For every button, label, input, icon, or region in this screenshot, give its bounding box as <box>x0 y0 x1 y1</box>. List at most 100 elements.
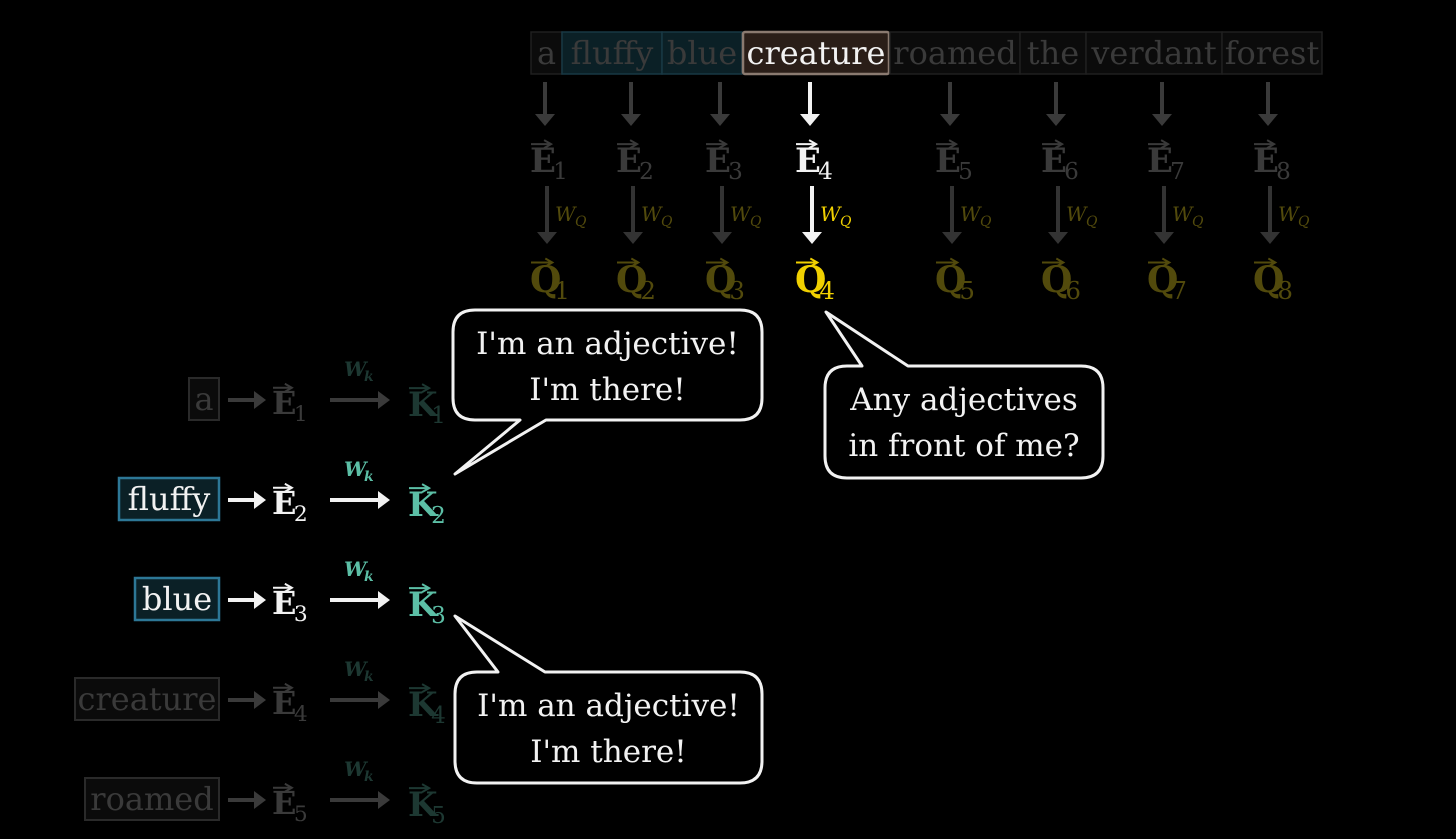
key-row-embedding-E1-letter: E <box>272 384 296 422</box>
key-row-embedding-E4-letter: E <box>272 684 296 722</box>
key-row-embedding-E2-subscript: 2 <box>294 502 308 527</box>
query-vector-Q5-subscript: 5 <box>959 276 975 305</box>
query-vector-Q1-subscript: 1 <box>554 276 570 305</box>
query-vector-Q1: Q1 <box>530 257 570 305</box>
embedding-vector-E8: E8 <box>1253 139 1291 185</box>
key-vector-K3-vector-arrowhead <box>421 583 432 593</box>
key-matrix-label: Wk <box>344 657 374 685</box>
embedding-vector-E7-letter: E <box>1147 141 1173 181</box>
wq-letter: W <box>730 202 752 226</box>
sentence-token-label: verdant <box>1090 34 1216 72</box>
query-vector-Q4-subscript: 4 <box>819 276 835 305</box>
key-matrix-arrow <box>330 691 390 709</box>
wk-subscript: k <box>364 769 374 785</box>
key-vector-K5-subscript: 5 <box>431 803 446 829</box>
focus-token-box <box>741 30 891 76</box>
embedding-vector-E1: E1 <box>530 139 568 185</box>
key-vector-K4: K4 <box>408 683 446 729</box>
key-vector-K3: K3 <box>408 583 446 629</box>
embedding-down-arrow <box>621 82 641 126</box>
embedding-vector-E2: E2 <box>616 139 654 185</box>
embedding-vector-E3-letter: E <box>705 141 731 181</box>
embedding-down-arrow <box>535 82 555 126</box>
embedding-vector-E2-subscript: 2 <box>639 159 654 185</box>
sentence-token-verdant: verdant <box>1085 31 1223 75</box>
embedding-vector-E4-subscript: 4 <box>818 159 833 185</box>
query-vector-Q3: Q3 <box>705 257 745 305</box>
embedding-down-arrow <box>800 82 820 126</box>
query-vector-Q8-subscript: 8 <box>1277 276 1293 305</box>
key-vector-K5: K5 <box>408 783 446 829</box>
sentence-token-the: the <box>1019 31 1087 75</box>
wq-subscript: Q <box>575 214 587 230</box>
key-matrix-label: Wk <box>344 457 374 485</box>
embedding-vector-E7-vector-arrowhead <box>1160 139 1171 149</box>
query-matrix-arrow <box>1260 186 1280 244</box>
token-to-embedding-arrow <box>228 791 266 809</box>
bubble-key-fluffy-text-line: I'm there! <box>529 372 685 408</box>
key-row-embedding-E1: E1 <box>272 382 308 427</box>
sentence-token-label: a <box>537 34 556 72</box>
wk-subscript: k <box>364 369 374 385</box>
query-vector-Q6: Q6 <box>1041 257 1081 305</box>
sentence-token-forest: forest <box>1221 31 1323 75</box>
query-vector-Q2: Q2 <box>616 257 656 305</box>
query-vector-Q5-vector-arrowhead <box>949 257 960 268</box>
key-vector-K5-vector-arrowhead <box>421 783 432 793</box>
sentence-token-roamed: roamed <box>889 31 1021 75</box>
embedding-vector-E8-vector-arrowhead <box>1266 139 1277 149</box>
bubble-query-outline <box>823 310 1105 480</box>
sentence-token-creature: creature <box>741 30 891 76</box>
sentence-token-a: a <box>530 31 563 75</box>
embedding-vector-E5-vector-arrowhead <box>948 139 959 149</box>
key-row-token-label: creature <box>78 680 217 718</box>
highlight-token-box <box>661 31 743 75</box>
key-row-embedding-E5: E5 <box>272 782 308 827</box>
key-row-embedding-E3-letter: E <box>272 584 296 622</box>
embedding-down-arrow <box>1152 82 1172 126</box>
query-matrix-arrow <box>537 186 557 244</box>
wk-letter: W <box>344 457 369 481</box>
sentence-token-label: blue <box>667 34 737 72</box>
query-vector-Q1-vector-arrowhead <box>544 257 555 268</box>
key-row-token-box <box>74 677 220 721</box>
token-to-embedding-arrow <box>228 691 266 709</box>
embedding-vector-E6-subscript: 6 <box>1064 159 1079 185</box>
query-vector-Q2-subscript: 2 <box>640 276 656 305</box>
query-vector-Q4: Q4 <box>795 257 835 305</box>
token-to-embedding-arrow <box>228 591 266 609</box>
query-vector-Q8: Q8 <box>1253 257 1293 305</box>
key-row-token-label: fluffy <box>128 480 211 518</box>
wq-letter: W <box>1172 202 1194 226</box>
key-row-embedding-E3: E3 <box>272 582 308 627</box>
wq-subscript: Q <box>750 214 762 230</box>
key-row-token-box <box>133 576 221 622</box>
key-matrix-label: Wk <box>344 357 374 385</box>
key-matrix-arrow <box>330 791 390 809</box>
wq-letter: W <box>1066 202 1088 226</box>
query-matrix-arrow <box>623 186 643 244</box>
key-row-embedding-E3-subscript: 3 <box>294 602 308 627</box>
token-box <box>530 31 563 75</box>
embedding-vector-E3-subscript: 3 <box>728 159 743 185</box>
key-row-token-box <box>84 777 220 821</box>
bubble-key-fluffy-outline <box>451 308 764 476</box>
embedding-vector-E1-vector-arrowhead <box>543 139 554 149</box>
query-vector-Q6-subscript: 6 <box>1065 276 1081 305</box>
query-matrix-arrow <box>712 186 732 244</box>
key-row-embedding-E2: E2 <box>272 482 308 527</box>
key-row-token-label: a <box>194 380 213 418</box>
bubble-query-text-line: in front of me? <box>848 428 1079 464</box>
sentence-token-label: fluffy <box>571 34 654 72</box>
key-vector-K2: K2 <box>408 483 446 529</box>
